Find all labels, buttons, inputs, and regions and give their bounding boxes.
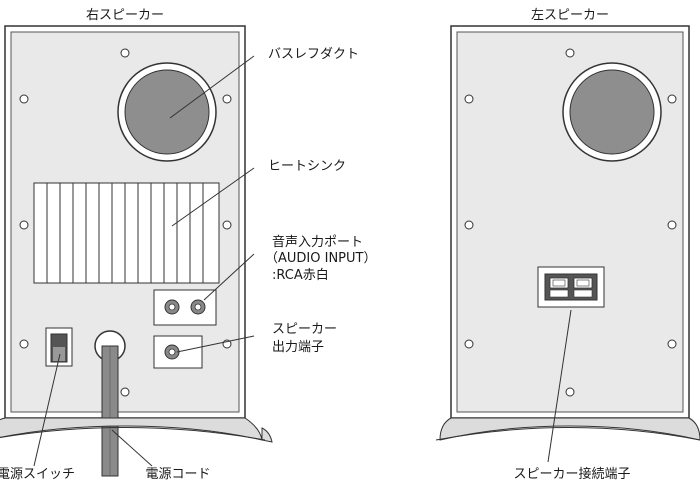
label-heat-sink: ヒートシンク	[268, 159, 346, 174]
label-bass-reflex-duct: バスレフダクト	[268, 47, 359, 62]
audio-input-port	[153, 289, 217, 326]
label-audio-input-line3: :RCA赤白	[272, 267, 329, 283]
label-speaker-connection-terminal: スピーカー接続端子	[513, 466, 630, 482]
power-cord	[94, 330, 126, 477]
heat-sink	[33, 182, 220, 284]
bass-reflex-duct	[117, 62, 217, 162]
leader-line-connection-terminal	[547, 309, 572, 463]
leader-lines-right	[33, 55, 255, 467]
left-speaker-screws	[464, 48, 677, 397]
label-power-cord: 電源コード	[145, 467, 210, 482]
speaker-connection-terminal	[537, 266, 605, 308]
right-speaker-title: 右スピーカー	[86, 8, 164, 23]
label-audio-input-line1: 音声入力ポート	[272, 234, 363, 250]
label-audio-input-line2: （AUDIO INPUT）	[265, 251, 376, 266]
label-speaker-output-line1: スピーカー	[272, 322, 337, 337]
left-bass-reflex-duct	[562, 62, 662, 162]
label-power-switch: 電源スイッチ	[0, 467, 75, 482]
left-speaker	[435, 25, 700, 441]
left-speaker-stand	[439, 417, 700, 441]
label-speaker-output-line2: 出力端子	[272, 340, 324, 355]
right-speaker-stand	[0, 417, 273, 443]
left-speaker-title: 左スピーカー	[531, 8, 609, 23]
right-speaker-screws	[19, 48, 232, 397]
right-speaker	[0, 25, 273, 477]
